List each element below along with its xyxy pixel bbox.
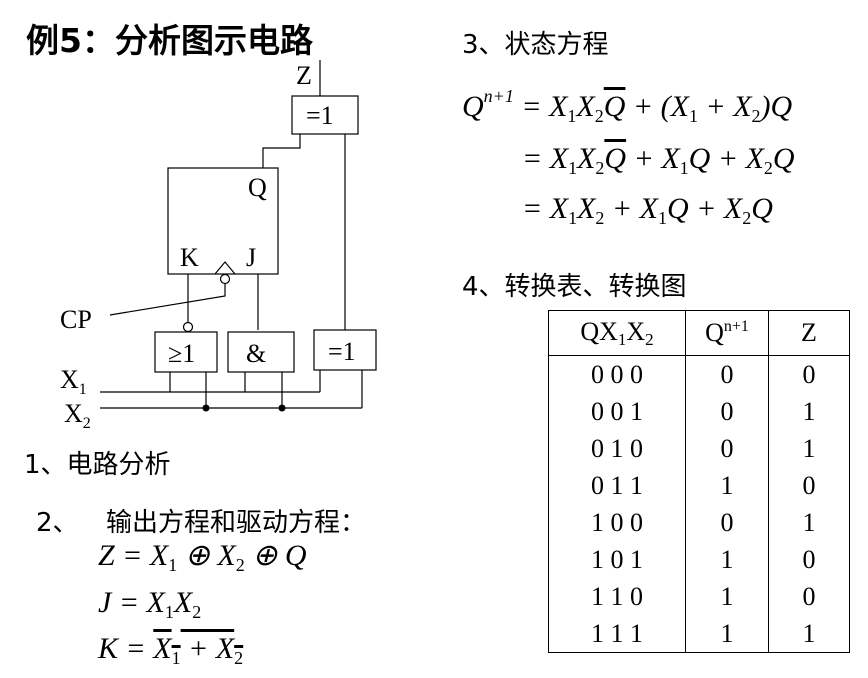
section-2-label: 输出方程和驱动方程： — [106, 508, 367, 538]
xor-gate-top — [291, 95, 359, 135]
x2-label: X2 — [64, 399, 91, 432]
section-2-number: 2、 — [36, 508, 79, 538]
state-equation-line-2: = X1X2Q + X1Q + X2Q — [522, 142, 795, 178]
j-label: J — [246, 243, 256, 272]
col-header-next-state: Qn+1 — [685, 310, 769, 356]
cell-next-state: 1 — [685, 467, 769, 504]
section-4-label: 4、转换表、转换图 — [462, 272, 687, 302]
cell-next-state: 1 — [685, 578, 769, 615]
or-gate — [154, 331, 218, 373]
xor-right-label: =1 — [328, 337, 356, 366]
cell-z: 1 — [768, 430, 850, 467]
cell-next-state: 1 — [685, 541, 769, 578]
cell-next-state: 0 — [685, 355, 769, 393]
j-equation: J = X1X2 — [98, 586, 202, 622]
circuit-diagram: Z =1 Q K J CP ≥1 & =1 X1 X2 — [60, 60, 377, 432]
cp-label: CP — [60, 305, 92, 334]
or-label: ≥1 — [168, 339, 195, 368]
cell-state: 0 1 1 — [548, 467, 686, 504]
cell-next-state: 0 — [685, 504, 769, 541]
section-1-label: 1、电路分析 — [24, 450, 171, 480]
cell-z: 1 — [768, 393, 850, 430]
z-equation: Z = X1 ⊕ X2 ⊕ Q — [98, 539, 307, 575]
col-header-state: QX1X2 — [548, 310, 686, 356]
z-label: Z — [296, 61, 312, 90]
and-label: & — [246, 339, 266, 368]
section-3-label: 3、状态方程 — [462, 30, 609, 60]
cell-z: 0 — [768, 355, 850, 393]
state-equation-line-1: Qn+1 = X1X2Q + (X1 + X2)Q — [462, 86, 793, 126]
cell-state: 1 1 1 — [548, 615, 686, 653]
and-gate — [227, 331, 295, 373]
q-label: Q — [248, 173, 267, 202]
xor-top-label: =1 — [306, 101, 334, 130]
col-header-z: Z — [768, 310, 850, 356]
x1-label: X1 — [60, 365, 87, 398]
cell-z: 0 — [768, 467, 850, 504]
cell-state: 0 0 0 — [548, 355, 686, 393]
cell-next-state: 0 — [685, 430, 769, 467]
cell-state: 1 0 0 — [548, 504, 686, 541]
cell-z: 1 — [768, 615, 850, 653]
state-equation-line-3: = X1X2 + X1Q + X2Q — [522, 192, 773, 228]
k-equation: K = X1 + X2 — [98, 632, 244, 668]
k-label: K — [180, 243, 199, 272]
cell-z: 0 — [768, 541, 850, 578]
jk-flip-flop — [167, 167, 279, 275]
cell-state: 1 1 0 — [548, 578, 686, 615]
cell-z: 1 — [768, 504, 850, 541]
cell-state: 1 0 1 — [548, 541, 686, 578]
cell-state: 0 0 1 — [548, 393, 686, 430]
cell-state: 0 1 0 — [548, 430, 686, 467]
xor-gate-right — [313, 329, 377, 371]
cell-next-state: 1 — [685, 615, 769, 653]
cell-next-state: 0 — [685, 393, 769, 430]
cell-z: 0 — [768, 578, 850, 615]
page-title: 例5：分析图示电路 — [26, 21, 313, 60]
